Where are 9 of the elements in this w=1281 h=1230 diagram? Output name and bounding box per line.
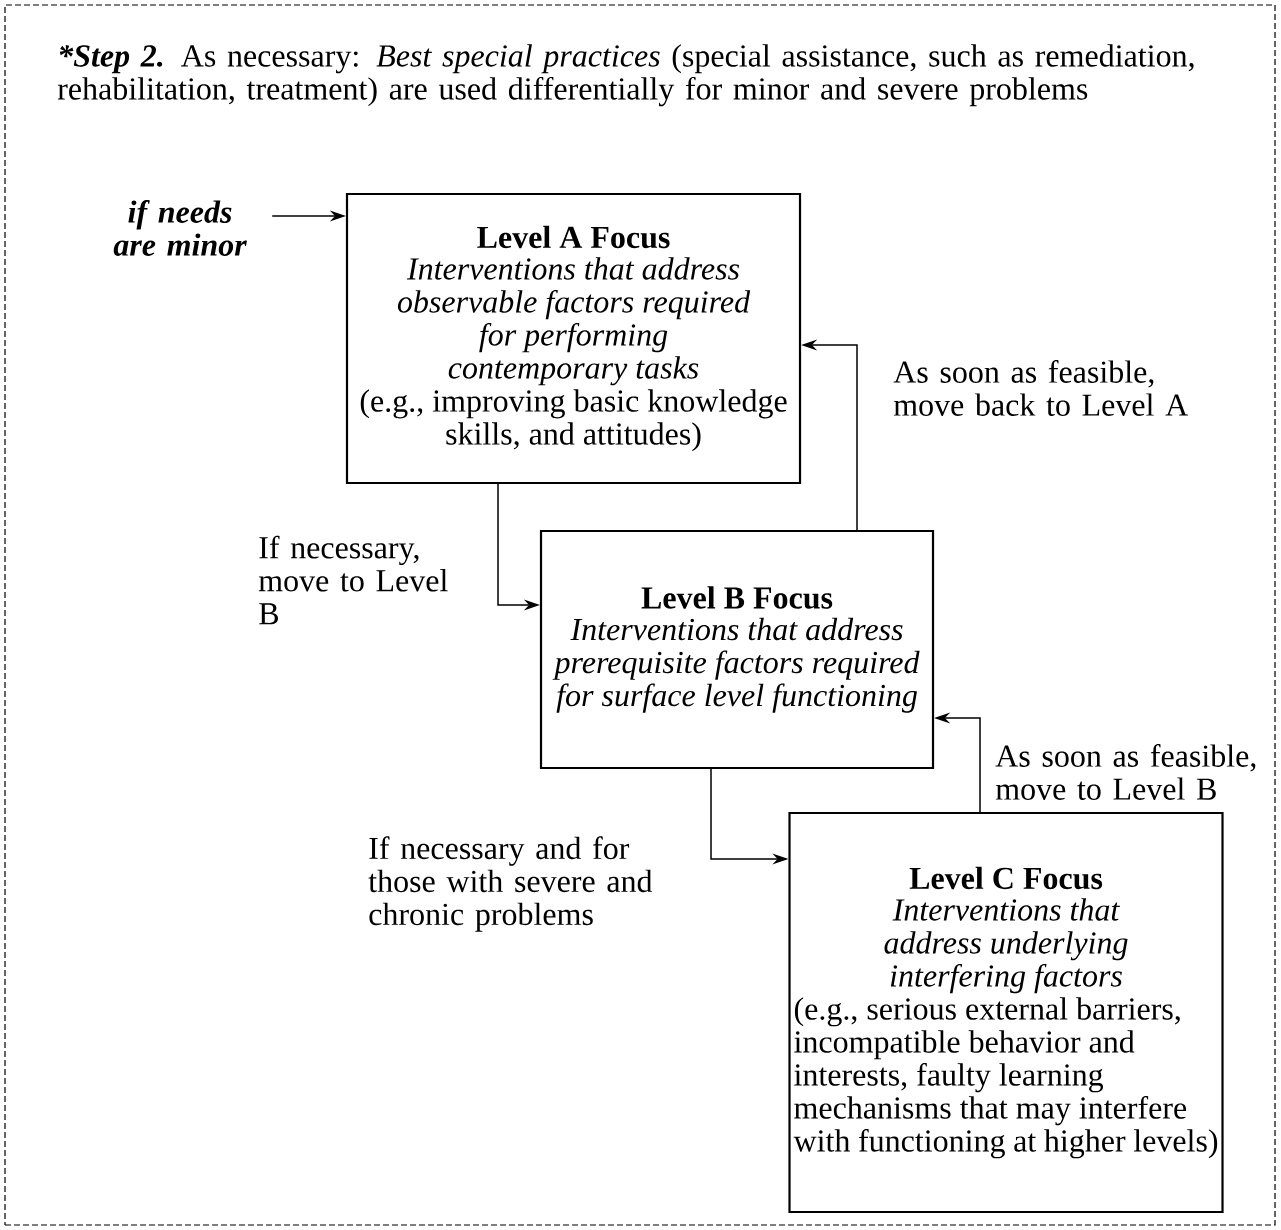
focus-box: Level B Focus Interventions that address prerequisite factors required for surface level functioning bbox=[539, 529, 935, 770]
edge-label: If necessary, move to Level B bbox=[258, 535, 448, 625]
edge-label: If necessary and for those with severe and chronic problems bbox=[368, 836, 653, 932]
focus-box: Level C Focus Interventions that address underlying interfering factors (e.g., serious external barriers, incompatible behavior and interests, faulty learning mechanisms that may interfere with functioning at higher levels) bbox=[788, 811, 1224, 1214]
condition-text: if needs are minor bbox=[113, 200, 247, 256]
focus-box: Level A Focus Interventions that address observable factors required for performing contemporary tasks (e.g., improving basic knowledge skills, and attitudes) bbox=[345, 192, 802, 485]
edge-label: As soon as feasible, move to Level B bbox=[995, 744, 1256, 800]
edge-label: As soon as feasible, move back to Level A bbox=[893, 360, 1188, 416]
heading: *Step 2. As necessary: Best special practices (special assistance, such as remediation, rehabilitation, treatment) are used differentially for minor and severe problems bbox=[57, 44, 1194, 107]
